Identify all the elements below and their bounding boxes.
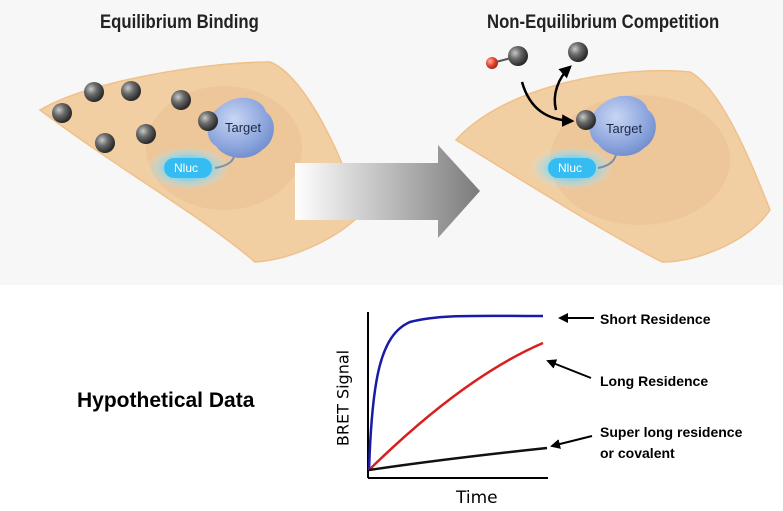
legend-super-long-line2: or covalent [600,445,675,461]
nluc-label-left: Nluc [174,161,199,175]
tracer-ball-4 [171,90,191,110]
legend-long-residence: Long Residence [600,373,709,389]
binding-arrow [520,81,575,127]
tracer-ball-1 [52,103,72,123]
hypothetical-data-label: Hypothetical Data [77,389,255,412]
right-panel-title: Non-Equilibrium Competition [487,12,720,33]
nluc-label-right: Nluc [558,161,583,175]
nluc-pill-left [164,158,212,178]
tracer-ball-3 [121,81,141,101]
competitor-red-atom [486,57,498,69]
transition-arrow [295,145,480,238]
legend-short-residence: Short Residence [600,311,711,327]
tracer-ball-6 [95,133,115,153]
tracer-ball-5 [136,124,156,144]
target-protein-right [589,95,656,156]
x-axis-label: Time [456,488,498,508]
competitor-ball [508,46,528,66]
annotation-arrow-long [546,359,592,379]
series-line-super-long [368,446,548,472]
target-label-right: Target [606,121,643,136]
left-cell [38,61,361,263]
left-panel-title: Equilibrium Binding [100,12,259,33]
series-line-long-residence [368,341,544,471]
annotation-arrow-super [550,435,593,449]
y-axis-label: BRET Signal [333,349,353,447]
displaced-tracer-ball [568,42,588,62]
target-protein-left [207,97,274,158]
target-label-left: Target [225,120,262,135]
series-line-short-residence [367,314,544,471]
bret-chart [367,312,594,479]
legend-super-long-line1: Super long residence [600,424,743,440]
displacement-arrow [553,65,572,111]
tracer-ball-bound [198,111,218,131]
competitor-bound-ball [576,110,596,130]
nluc-pill-right [548,158,596,178]
tracer-ball-2 [84,82,104,102]
right-cell [454,42,771,263]
